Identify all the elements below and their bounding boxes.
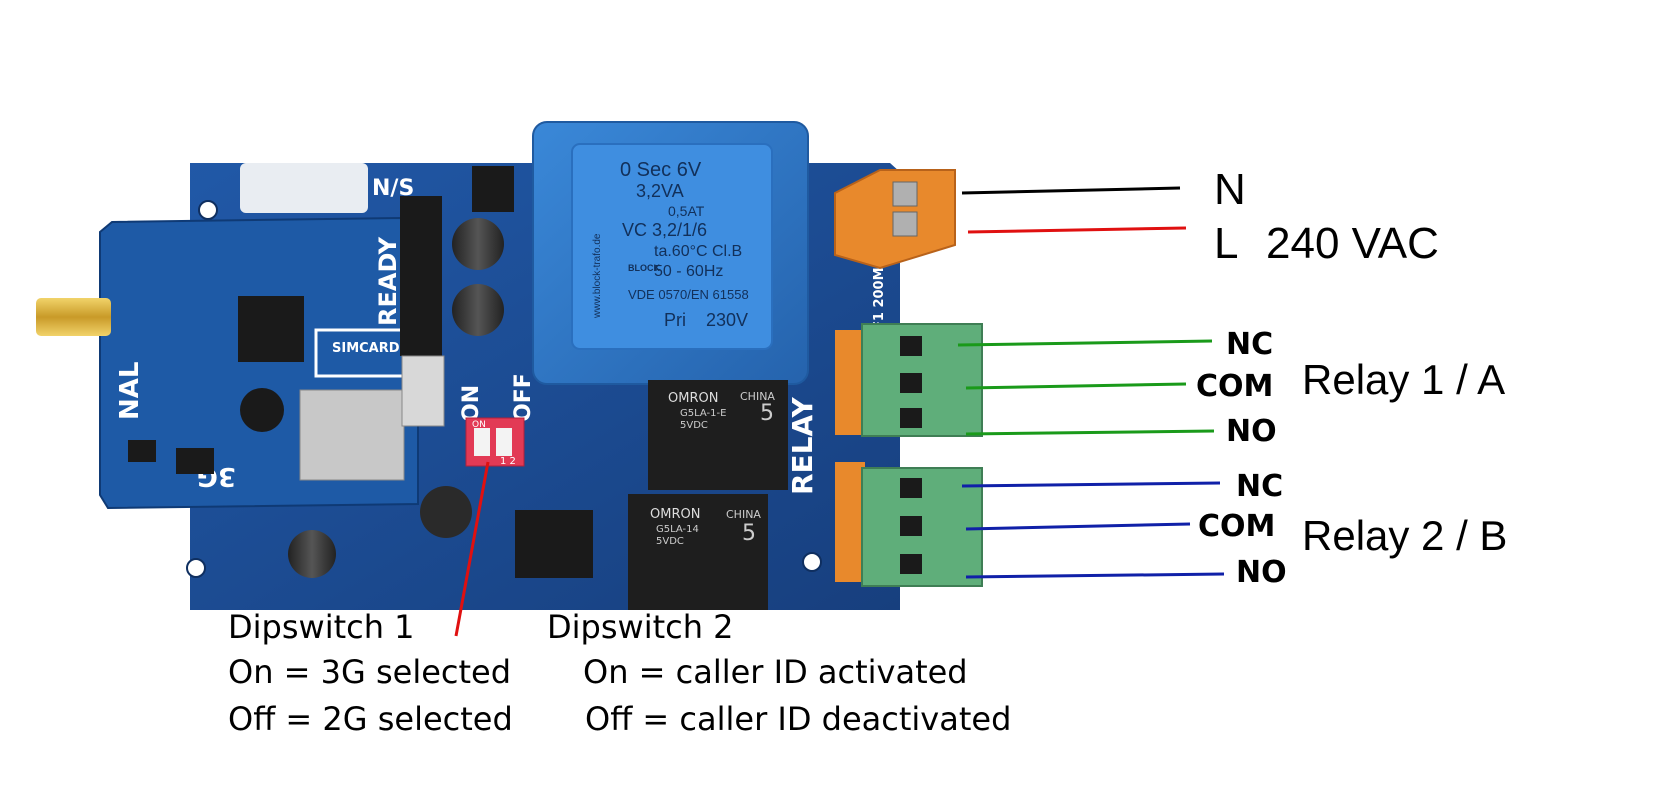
dip-switch: ON 1 2 (465, 417, 525, 467)
l-wire (967, 226, 1187, 234)
power-terminal (834, 169, 956, 270)
relay-1-num: 5 (760, 401, 774, 426)
n-label: N (1214, 165, 1246, 214)
dipswitch2-on: On = caller ID activated (583, 653, 968, 691)
ic-chip (400, 196, 442, 356)
capacitor-icon (288, 530, 336, 578)
dipswitch1-title: Dipswitch 1 (228, 608, 415, 646)
relay-2-com-wire (965, 522, 1191, 531)
dipswitch2-title: Dipswitch 2 (547, 608, 734, 646)
screw-icon (900, 516, 922, 536)
ready-silkscreen: READY (374, 236, 402, 326)
simcard-silkscreen: SIMCARD (332, 341, 400, 356)
transistor (472, 166, 514, 212)
antenna-connector-icon (36, 298, 111, 336)
dipswitch-pointer (454, 461, 490, 637)
relay-2-chip: OMRON G5LA-14 5VDC CHINA 5 (628, 494, 768, 610)
relay-1-origin: CHINA (740, 390, 775, 403)
components (288, 166, 593, 578)
mount-hole-icon (802, 552, 822, 572)
trafo-line5: ta.60°C Cl.B (654, 243, 742, 260)
relay-1-chip: OMRON G5LA-1-E 5VDC CHINA 5 (648, 380, 788, 490)
transformer: 0 Sec 6V 3,2VA 0,5AT VC 3,2/1/6 ta.60°C … (532, 121, 809, 385)
label-sticker (240, 163, 368, 213)
buzzer-icon (420, 486, 472, 538)
screw-icon (900, 373, 922, 393)
relay-2-volt: 5VDC (656, 536, 684, 547)
relay-2-name: Relay 2 / B (1302, 512, 1507, 559)
trafo-line3: 0,5AT (668, 203, 705, 219)
signal-silkscreen: NAL (115, 362, 145, 420)
trafo-url: www.block-trafo.de (592, 233, 603, 319)
mount-hole-icon (198, 200, 218, 220)
capacitor-icon (452, 284, 504, 336)
mount-hole-icon (186, 558, 206, 578)
fuse-silkscreen: F1 200MA (872, 257, 887, 330)
relay-2-terminal (835, 462, 983, 587)
trafo-line9: 230V (706, 310, 748, 330)
dipswitch1-on: On = 3G selected (228, 653, 512, 691)
relay-2-origin: CHINA (726, 508, 761, 521)
relay-2-num: 5 (742, 521, 756, 546)
trafo-line8: Pri (664, 310, 686, 330)
relay-2-com-label: COM (1198, 509, 1275, 544)
screw-icon (900, 408, 922, 428)
dipswitch2-off: Off = caller ID deactivated (585, 700, 1012, 738)
voltage-label: 240 VAC (1266, 219, 1439, 268)
screw-icon (900, 554, 922, 574)
relay-2-no-wire (965, 572, 1225, 579)
relay-1-model: G5LA-1-E (680, 408, 726, 419)
relay-2-brand: OMRON (650, 507, 700, 522)
led-icon (240, 388, 284, 432)
relay-1-com-label: COM (1196, 369, 1273, 404)
relay-1-name: Relay 1 / A (1302, 356, 1505, 403)
relay-1-volt: 5VDC (680, 420, 708, 431)
trafo-line1: 0 Sec 6V (620, 159, 702, 181)
trafo-line4: VC 3,2/1/6 (622, 220, 707, 240)
relay-1-nc-label: NC (1226, 327, 1273, 362)
trafo-brand: BLOCK (628, 263, 660, 273)
regulator-chip (238, 296, 304, 362)
screw-icon (900, 478, 922, 498)
relay-2-no-label: NO (1236, 555, 1287, 590)
relay-silkscreen: RELAY (786, 396, 819, 495)
l-label: L (1214, 219, 1238, 268)
relay-2-nc-wire (961, 481, 1221, 488)
relay-2-model: G5LA-14 (656, 524, 699, 535)
capacitor-icon (452, 218, 504, 270)
relay-1-com-wire (965, 382, 1187, 390)
n-wire (961, 186, 1181, 195)
screw-icon (892, 181, 918, 207)
gsm-module: SIMCARD READY 3G NAL (36, 216, 419, 510)
trafo-line7: VDE 0570/EN 61558 (628, 287, 749, 302)
crystal (401, 355, 445, 427)
dip-switch-numbers: 1 2 (500, 456, 516, 467)
dip-switch-on-text: ON (472, 420, 486, 430)
relay-1-nc-wire (957, 339, 1213, 347)
relay-1-terminal (835, 323, 983, 437)
trafo-line2: 3,2VA (636, 181, 684, 201)
relay-1-no-label: NO (1226, 414, 1277, 449)
sim-holder (299, 389, 405, 481)
voltage-regulator (515, 510, 593, 578)
dip-on-silkscreen: ON (459, 385, 484, 422)
relay-1-no-wire (965, 429, 1215, 436)
screw-icon (892, 211, 918, 237)
relay-1-brand: OMRON (668, 391, 718, 406)
relay-2-nc-label: NC (1236, 469, 1283, 504)
dip-off-silkscreen: OFF (511, 373, 536, 422)
trafo-line6: 50 - 60Hz (654, 263, 723, 280)
dipswitch1-off: Off = 2G selected (228, 700, 513, 738)
screw-icon (900, 336, 922, 356)
